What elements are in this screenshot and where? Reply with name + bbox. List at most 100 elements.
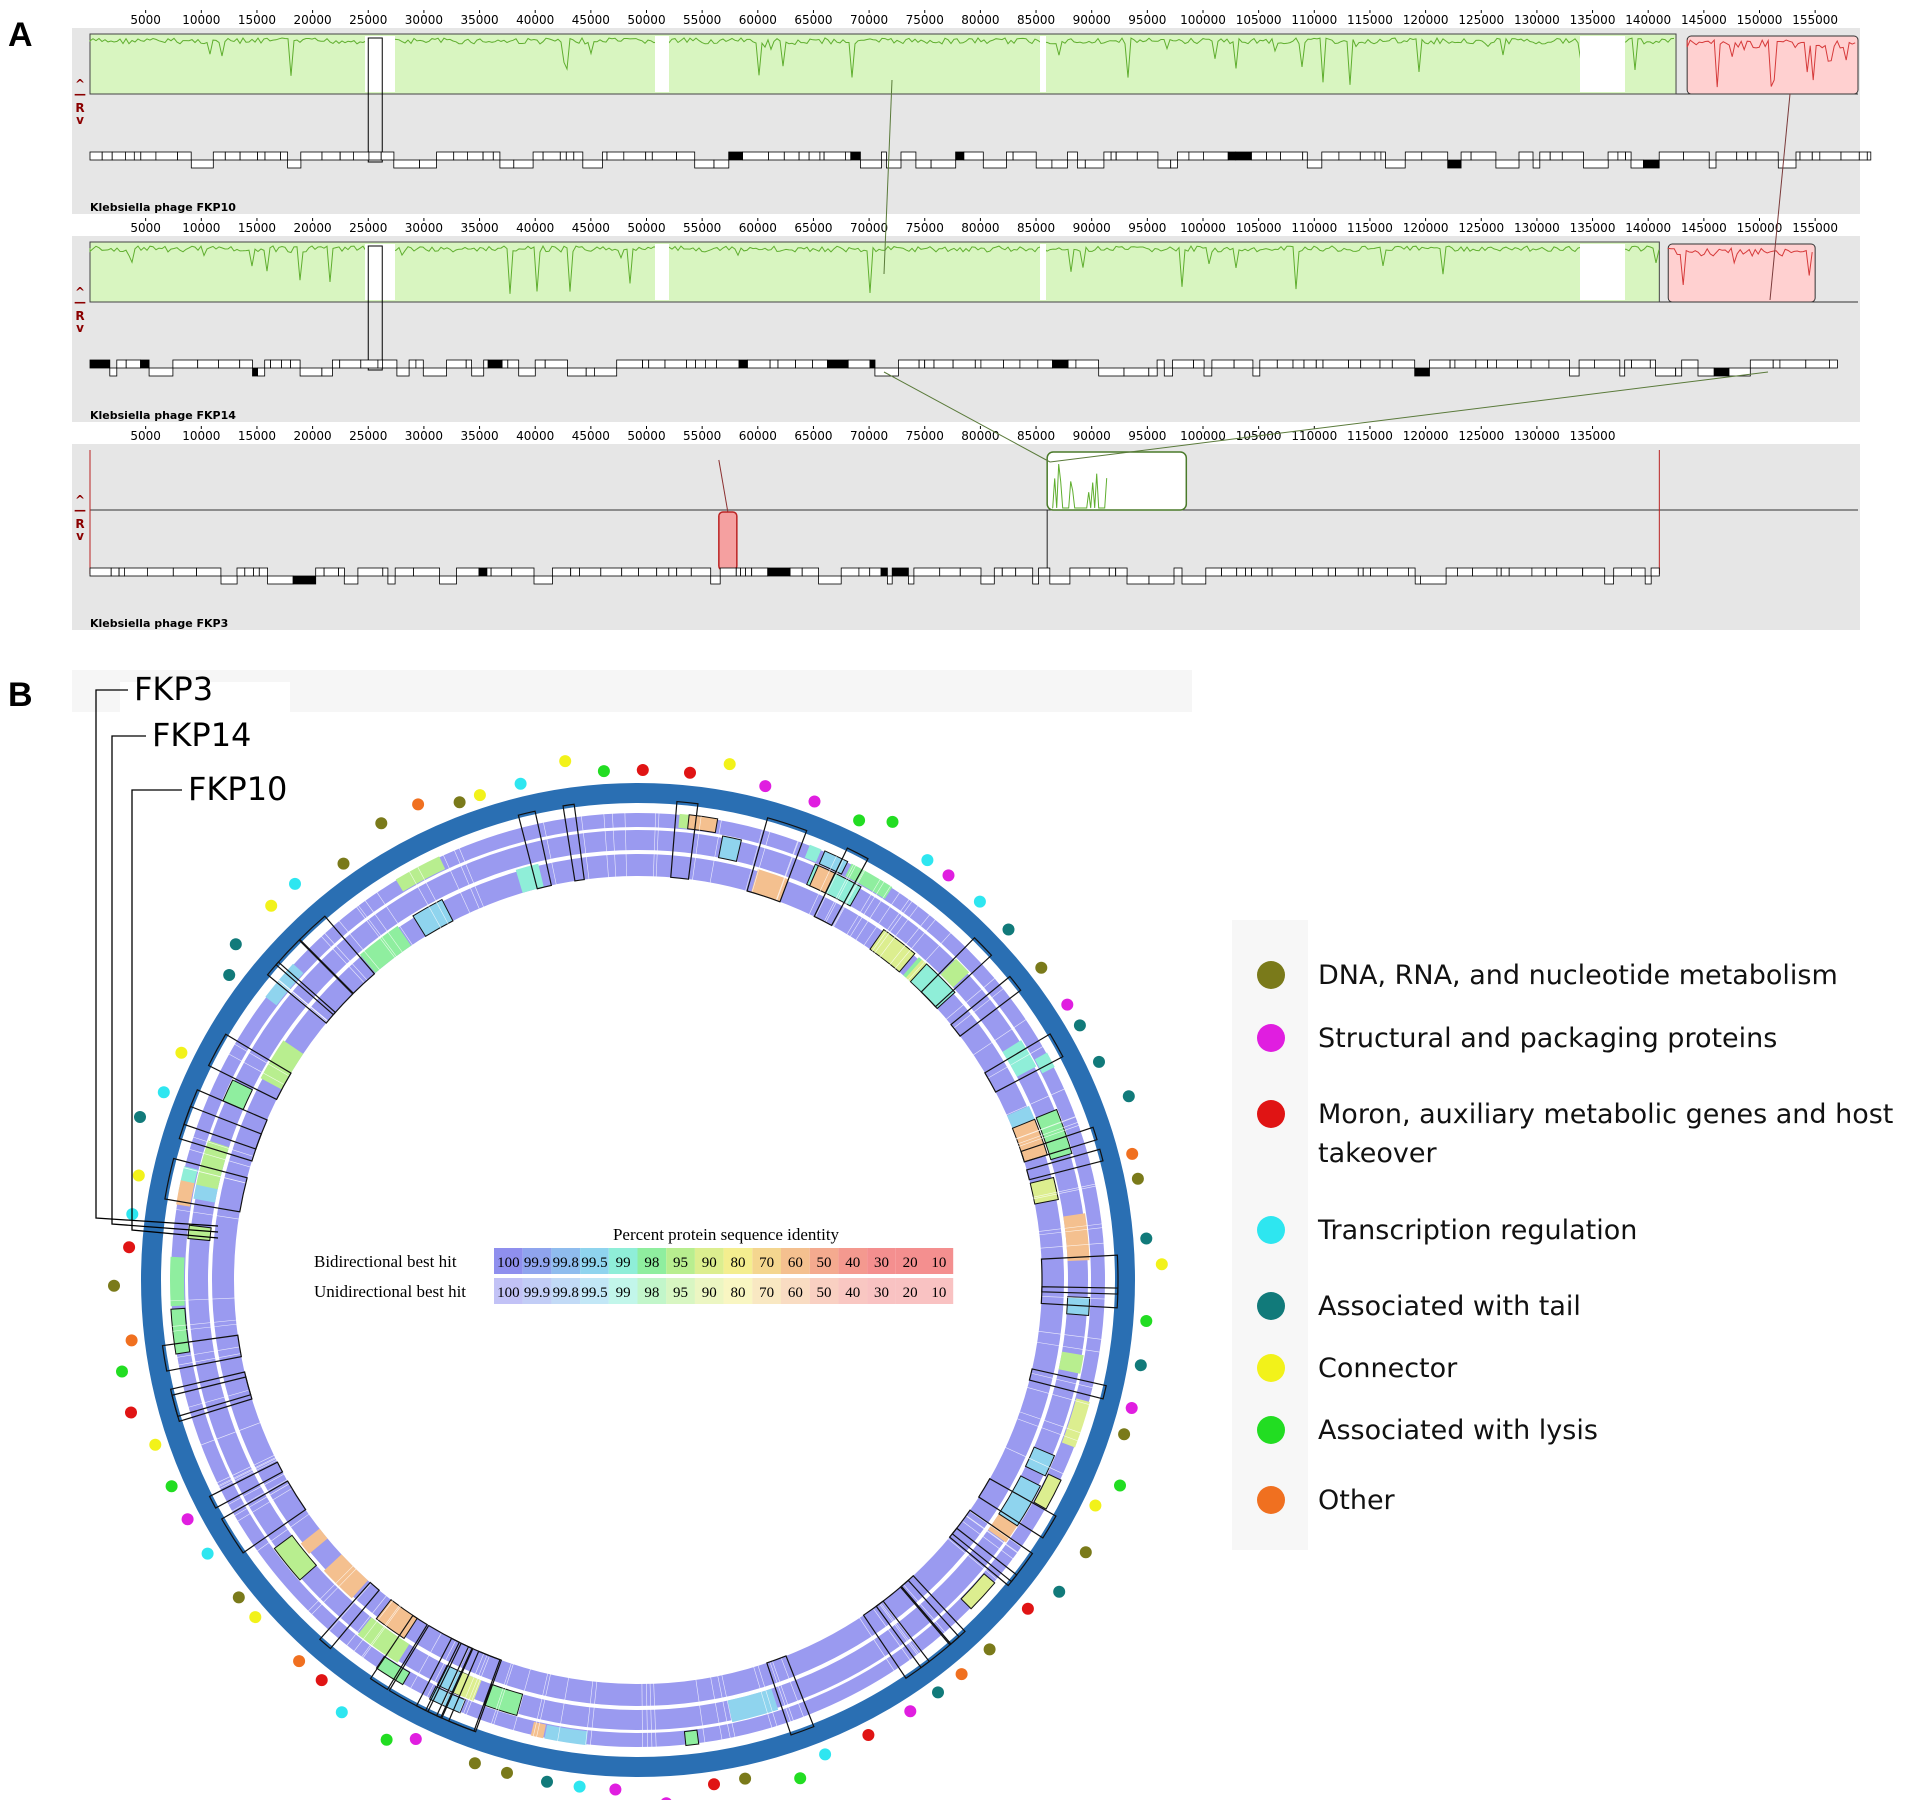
gene-boundary-line <box>831 869 865 929</box>
gene-feature <box>290 359 301 369</box>
gene-boundary-line <box>236 1487 294 1522</box>
gene-boundary-line <box>458 847 485 909</box>
gene-category-dot <box>123 1241 136 1254</box>
ruler-tick-label: 55000 <box>683 221 721 235</box>
highlighted-region <box>977 1477 1057 1539</box>
ruler-tick-label: 100000 <box>1180 13 1226 27</box>
identity-block <box>1061 1398 1090 1448</box>
gene-boundary-line <box>624 812 628 879</box>
gene-feature <box>1069 567 1091 577</box>
identity-scale-value: 100 <box>497 1255 520 1271</box>
gene-category-dot <box>808 795 821 808</box>
gene-boundary-line <box>893 918 937 971</box>
gene-feature <box>1449 359 1456 369</box>
gene-feature <box>436 151 455 161</box>
gene-category-dot <box>983 1643 996 1656</box>
gene-feature <box>1052 359 1069 369</box>
gene-feature <box>1338 151 1361 161</box>
ring-label-leader-line <box>131 789 219 1239</box>
gene-feature <box>172 359 199 369</box>
gene-boundary-line <box>172 1323 239 1332</box>
identity-scale-cell <box>924 1278 954 1304</box>
gene-boundary-line <box>589 1679 598 1746</box>
identity-scale-cell <box>752 1278 781 1304</box>
gene-category-dot <box>1073 1019 1086 1032</box>
gene-boundary-line <box>751 830 771 895</box>
gene-category-dot <box>1134 1359 1147 1372</box>
gene-category-dot <box>794 1772 807 1785</box>
ruler-tick-label: 95000 <box>1128 13 1166 27</box>
gene-category-dot <box>315 1674 328 1687</box>
gene-feature <box>738 359 748 369</box>
gene-boundary-line <box>721 1673 736 1738</box>
gene-boundary-line <box>338 920 382 972</box>
gene-feature <box>220 575 238 585</box>
gene-feature <box>808 151 821 161</box>
ruler-tick-label: 135000 <box>1570 429 1616 443</box>
connector-line <box>718 459 729 513</box>
gene-boundary-line <box>463 1652 489 1715</box>
gene-feature <box>1805 359 1830 369</box>
gene-feature <box>742 151 769 161</box>
ring-label-fkp14: FKP14 <box>152 716 251 754</box>
gene-feature <box>1445 567 1458 577</box>
gene-feature <box>827 359 849 369</box>
gene-feature <box>1829 359 1838 369</box>
gene-feature <box>1755 151 1779 161</box>
gene-boundary-line <box>557 1675 570 1742</box>
phage-name-label: Klebsiella phage FKP10 <box>90 201 236 214</box>
gene-category-dot <box>1140 1232 1153 1245</box>
gene-feature <box>212 151 226 161</box>
identity-block <box>222 1079 254 1111</box>
scroll-up-control: ^ <box>75 285 85 299</box>
gene-boundary-line <box>409 871 442 930</box>
legend-swatch <box>1257 1354 1285 1382</box>
gene-category-dot <box>723 758 736 771</box>
identity-scale-cell <box>809 1278 839 1304</box>
legend-swatch <box>1257 1100 1285 1128</box>
gene-feature <box>845 151 852 161</box>
gene-boundary-line <box>183 1167 248 1184</box>
gene-feature <box>812 359 828 369</box>
gene-feature <box>955 151 965 161</box>
gene-boundary-line <box>1025 1386 1090 1405</box>
gene-feature <box>1227 151 1237 161</box>
ruler-tick-label: 50000 <box>627 13 665 27</box>
gene-category-dot <box>265 899 278 912</box>
gene-boundary-line <box>960 1519 1014 1560</box>
gene-feature <box>343 575 359 585</box>
gene-feature <box>1624 359 1632 369</box>
ruler-tick-label: 115000 <box>1347 429 1393 443</box>
gene-feature <box>1315 359 1324 369</box>
ruler-tick-label: 65000 <box>794 429 832 443</box>
ruler-tick-label: 155000 <box>1792 13 1838 27</box>
ring-label-fkp3: FKP3 <box>134 670 213 708</box>
gene-feature <box>1271 567 1296 577</box>
gene-feature <box>1683 151 1710 161</box>
identity-scale-cell <box>694 1278 724 1304</box>
identity-block <box>176 1180 195 1207</box>
identity-block <box>395 856 446 892</box>
gene-category-dot <box>609 1783 622 1796</box>
gene-feature <box>471 367 485 377</box>
identity-scale-cell <box>838 1248 868 1274</box>
gene-feature <box>1303 359 1317 369</box>
ruler-tick-label: 35000 <box>460 13 498 27</box>
gene-feature <box>915 159 932 169</box>
gene-feature <box>321 151 341 161</box>
gene-boundary-line <box>512 1667 532 1732</box>
ruler-tick-label: 85000 <box>1017 429 1055 443</box>
gene-feature <box>713 159 730 169</box>
gene-boundary-line <box>170 1297 237 1302</box>
gene-boundary-line <box>646 1681 648 1748</box>
gene-feature <box>886 159 902 169</box>
gene-category-dot <box>942 869 955 882</box>
gene-feature <box>1749 359 1774 369</box>
gene-feature <box>887 575 893 585</box>
gene-feature <box>487 359 503 369</box>
gene-feature <box>798 151 810 161</box>
ruler-tick-label: 25000 <box>349 429 387 443</box>
gene-feature <box>197 359 219 369</box>
gene-boundary-line <box>611 812 617 879</box>
gene-boundary-line <box>1015 1417 1078 1442</box>
